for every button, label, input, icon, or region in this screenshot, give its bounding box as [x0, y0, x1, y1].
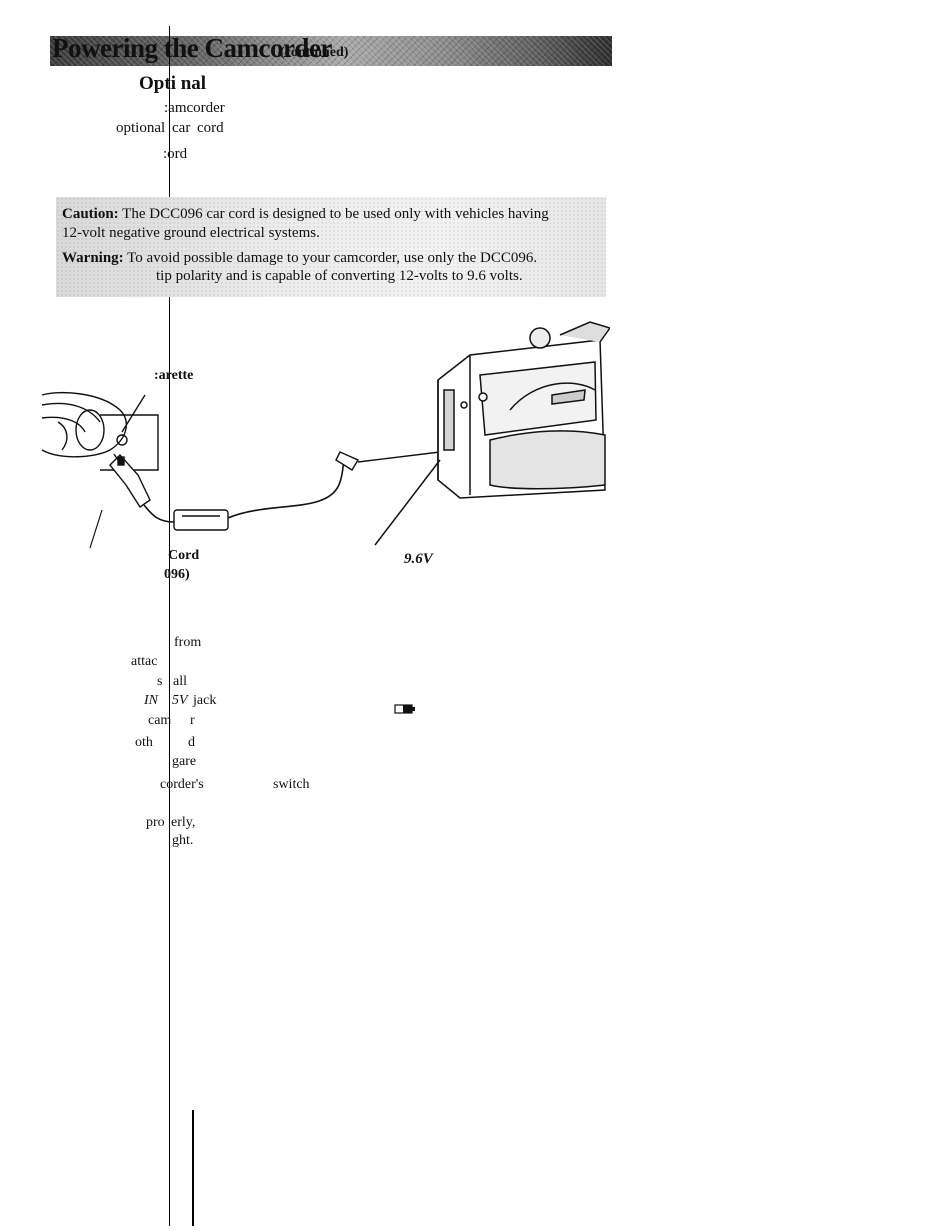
page-title: Powering the Camcorder: [52, 33, 332, 63]
dc-jack-label: 9.6V: [404, 551, 433, 567]
step-text-1b: attac: [131, 654, 158, 669]
caution-background: [56, 197, 606, 297]
dashboard-graphic: [41, 391, 159, 471]
step-text-3b: 5V: [172, 693, 188, 708]
warning-label: Warning:: [62, 250, 124, 266]
step-text-2a: s: [157, 674, 163, 689]
cord-right: [227, 459, 346, 519]
warning-line-1: Warning: To avoid possible damage to you…: [62, 250, 538, 266]
cigarette-plug: [109, 453, 151, 508]
cord-label-line-2: 096): [164, 567, 190, 582]
cord-label-line-1: Cord: [168, 548, 200, 563]
step-text-9: ght.: [172, 833, 194, 848]
caution-label: Caution:: [62, 206, 119, 222]
adapter-box: [173, 509, 229, 531]
caution-line-1: Caution: The DCC096 car cord is designed…: [62, 206, 549, 222]
page-subtitle: (continued): [280, 45, 349, 60]
step-text-5b: d: [188, 735, 195, 750]
gutter-rule-lower: [192, 1110, 194, 1226]
step-text-5a: oth: [135, 735, 153, 750]
dc-plug: [335, 451, 441, 471]
warning-line-2: tip polarity and is capable of convertin…: [156, 268, 523, 284]
step-text-8a: pro: [146, 815, 165, 830]
gutter-rule-main: [169, 26, 170, 1226]
step-text-3a: IN: [144, 693, 158, 708]
caution-line-2: 12-volt negative ground electrical syste…: [62, 225, 320, 241]
cord-left: [143, 504, 175, 523]
intro-line-2b: car: [172, 120, 191, 136]
header-band: [50, 36, 612, 66]
battery-icon: [394, 704, 415, 714]
step-text-1a: from: [174, 635, 202, 650]
intro-line-2a: optional: [116, 120, 166, 136]
camcorder-graphic: [374, 321, 610, 546]
car-cord-illustration: [41, 321, 610, 549]
intro-line-1: :amcorder: [164, 100, 225, 116]
intro-line-3: :ord: [163, 146, 188, 162]
intro-line-2c: cord: [197, 120, 224, 136]
step-text-8b: erly,: [171, 815, 196, 830]
step-text-7b: switch: [273, 777, 310, 792]
step-text-6: gare: [172, 754, 197, 769]
cigarette-lighter-label: :arette: [154, 368, 194, 383]
section-heading: Opti nal: [139, 73, 207, 94]
step-text-3c: jack: [193, 693, 217, 708]
step-text-7a: corder's: [160, 777, 204, 792]
step-text-4b: r: [190, 713, 195, 728]
step-text-2b: all: [173, 674, 187, 689]
step-text-4a: cam: [148, 713, 172, 728]
